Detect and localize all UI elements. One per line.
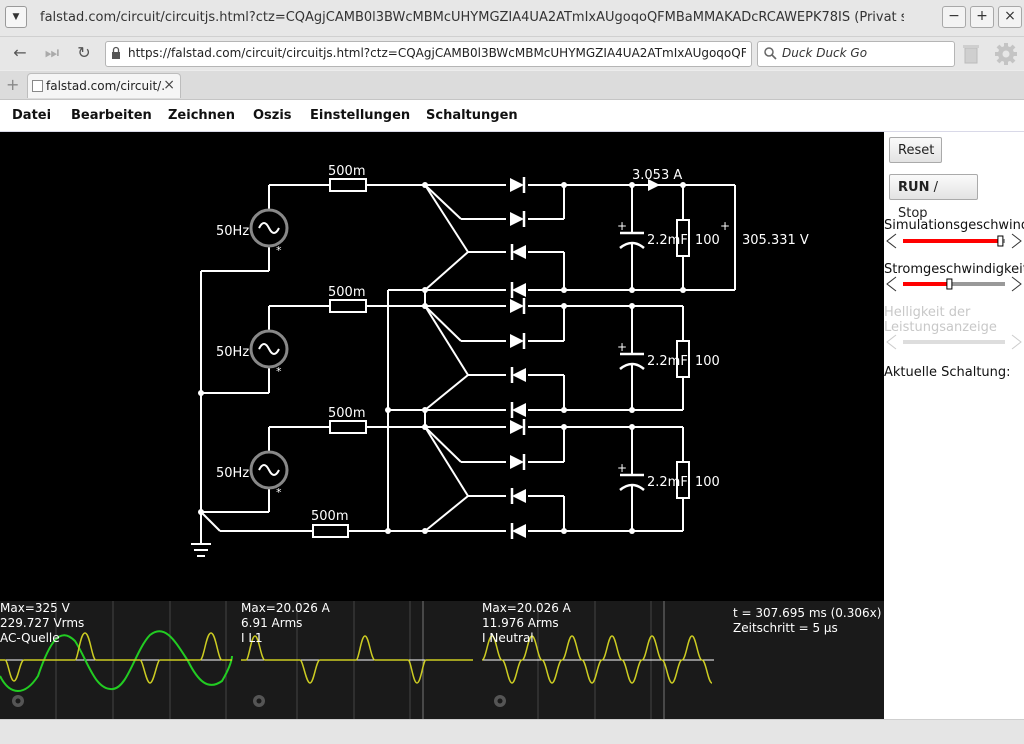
search-input[interactable]: Duck Duck Go [757,41,955,67]
source-freq-label: 50Hz [216,345,249,360]
back-icon[interactable]: ← [13,43,27,62]
sim-time: t = 307.695 ms (0.306x) [733,606,882,620]
page-icon [32,80,43,92]
circuit-canvas[interactable]: 500m 500m 500m 500m 50Hz 50Hz 50Hz * * *… [0,132,884,719]
scope-max: Max=325 V [0,601,70,615]
source-freq-label: 50Hz [216,224,249,239]
window-menu-button[interactable]: ▼ [5,6,27,28]
voltmeter-plus: + [720,219,730,233]
capacitor-label: 2.2mF [647,233,688,248]
current-circuit-label: Aktuelle Schaltung: [884,365,1011,380]
reload-icon[interactable]: ↻ [77,43,91,62]
current-speed-label: Stromgeschwindigkeit [884,262,1024,277]
search-placeholder: Duck Duck Go [782,46,868,60]
minimize-button[interactable]: − [942,6,966,28]
gear-icon[interactable] [994,42,1018,66]
scope-max: Max=20.026 A [241,601,330,615]
scope-value: 229.727 Vrms [0,616,85,630]
menu-einstellungen[interactable]: Einstellungen [310,108,411,123]
capacitor-label: 2.2mF [647,354,688,369]
scope-max: Max=20.026 A [482,601,571,615]
scope-name: I Neutral [482,631,534,645]
scope-area[interactable]: Max=325 V 229.727 Vrms AC-Quelle Max=20.… [0,601,884,719]
tab-circuitjs[interactable]: falstad.com/circuit/... × [27,73,181,98]
power-brightness-label-1: Helligkeit der [884,305,971,320]
current-speed-thumb[interactable] [946,278,953,290]
cap-plus: + [617,340,627,354]
tab-label: falstad.com/circuit/... [46,79,164,93]
current-label: 3.053 A [632,168,682,183]
window-title: falstad.com/circuit/circuitjs.html?ctz=C… [40,10,904,25]
control-panel: Reset RUN / Stop Simulationsgeschwindigk… [884,132,1024,719]
sim-speed-slider[interactable] [884,233,1024,249]
stop-label: / Stop [898,180,938,221]
cap-plus: + [617,461,627,475]
sim-speed-thumb[interactable] [997,235,1004,247]
resistor-label: 500m [328,406,365,421]
menu-datei[interactable]: Datei [12,108,52,123]
forward-icon[interactable]: ⏭ [44,43,60,62]
source-star: * [276,244,282,257]
scope-value: 11.976 Arms [482,616,559,630]
app-menubar: Datei Bearbeiten Zeichnen Oszis Einstell… [0,100,1024,132]
load-label: 100 [695,475,720,490]
scope-settings-gear-icon[interactable] [251,693,267,709]
reset-button[interactable]: Reset [889,137,942,163]
tab-bar: + falstad.com/circuit/... × [0,71,1024,100]
scope-value: 6.91 Arms [241,616,303,630]
tab-close-icon[interactable]: × [163,77,175,93]
circuit-diagram[interactable]: 500m 500m 500m 500m 50Hz 50Hz 50Hz * * *… [0,132,884,601]
new-tab-button[interactable]: + [6,75,20,94]
status-bar [0,719,1024,744]
resistor-label: 500m [311,509,348,524]
source-star: * [276,365,282,378]
url-bar[interactable]: https://falstad.com/circuit/circuitjs.ht… [105,41,752,67]
resistor-label: 500m [328,285,365,300]
run-stop-button[interactable]: RUN / Stop [889,174,978,221]
title-bar: ▼ falstad.com/circuit/circuitjs.html?ctz… [0,0,1024,37]
capacitor-label: 2.2mF [647,475,688,490]
search-icon [764,47,777,60]
load-label: 100 [695,233,720,248]
scope-settings-gear-icon[interactable] [492,693,508,709]
menu-bearbeiten[interactable]: Bearbeiten [71,108,152,123]
navigation-bar: ← ⏭ ↻ https://falstad.com/circuit/circui… [0,37,1024,70]
cap-plus: + [617,219,627,233]
scope-settings-gear-icon[interactable] [10,693,26,709]
scope-name: I L1 [241,631,263,645]
voltage-label: 305.331 V [742,233,809,248]
trash-icon[interactable] [962,43,980,65]
scope-graphs [0,601,714,719]
url-text: https://falstad.com/circuit/circuitjs.ht… [128,46,746,60]
run-label: RUN [898,180,930,195]
scope-name: AC-Quelle [0,631,60,645]
source-freq-label: 50Hz [216,466,249,481]
source-star: * [276,486,282,499]
menu-zeichnen[interactable]: Zeichnen [168,108,235,123]
resistor-label: 500m [328,164,365,179]
power-brightness-slider[interactable] [884,334,1024,350]
load-label: 100 [695,354,720,369]
sim-timestep: Zeitschritt = 5 µs [733,621,838,635]
menu-oszis[interactable]: Oszis [253,108,292,123]
power-brightness-label-2: Leistungsanzeige [884,320,997,335]
close-button[interactable]: × [998,6,1022,28]
sim-speed-label: Simulationsgeschwindigkeit [884,218,1024,233]
menu-schaltungen[interactable]: Schaltungen [426,108,518,123]
current-speed-slider[interactable] [884,276,1024,292]
lock-icon [112,46,120,59]
maximize-button[interactable]: + [970,6,994,28]
